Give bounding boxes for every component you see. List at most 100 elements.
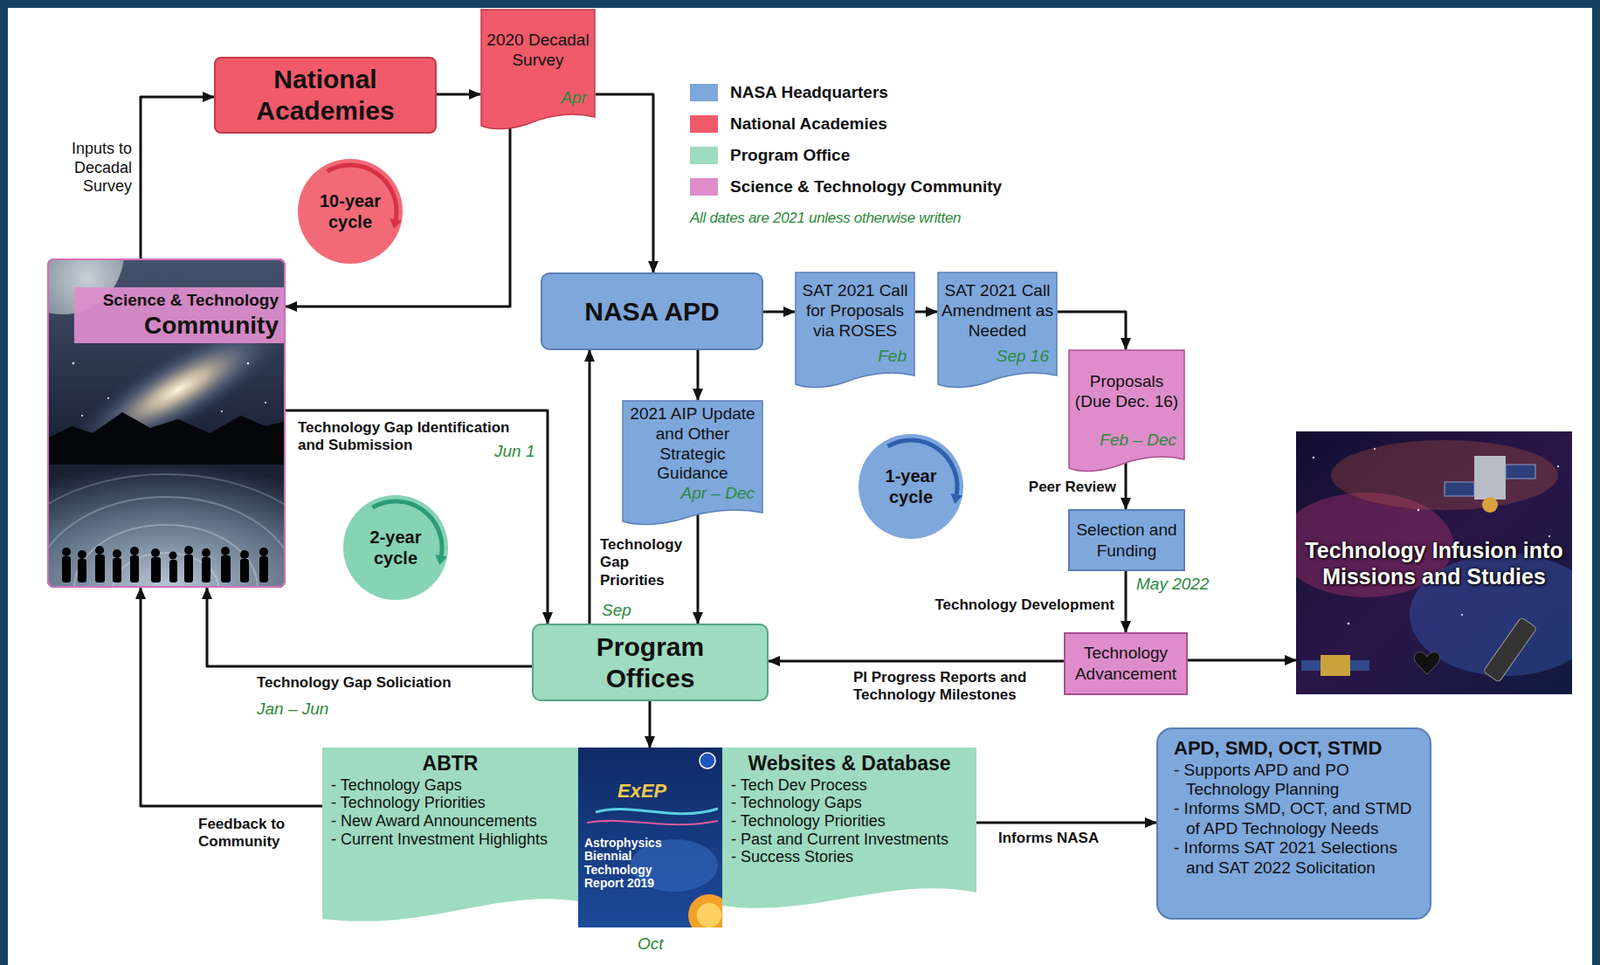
edge-label: Inputs to Decadal Survey	[35, 139, 132, 197]
swoosh	[595, 808, 718, 814]
box-label: National Academies	[222, 63, 428, 127]
sun	[688, 894, 723, 928]
people-part	[95, 545, 104, 555]
panel-title: Community	[79, 310, 279, 341]
connector-arrow	[648, 701, 652, 748]
bullet-item: - Success Stories	[731, 848, 968, 867]
people-part	[112, 549, 122, 559]
star	[107, 397, 110, 400]
edge-label: PI Progress Reports and Technology Miles…	[853, 668, 1042, 705]
star	[220, 410, 223, 413]
document-outline	[1068, 350, 1185, 471]
info-box: APD, SMD, OCT, STMD- Supports APD and PO…	[1156, 727, 1432, 920]
satellite-part	[1320, 655, 1351, 676]
document-shape: 2021 AIP Update and Other Strategic Guid…	[621, 400, 764, 525]
bullet-item: - Technology Priorities	[731, 812, 968, 831]
header-band: Science & TechnologyCommunity	[74, 287, 284, 344]
frame-border	[0, 0, 8, 965]
box-label: SAT 2021 Call Amendment as Needed	[940, 281, 1055, 341]
people-part	[130, 555, 139, 583]
star	[264, 401, 267, 404]
box-label: Program Offices	[563, 631, 738, 695]
ground	[47, 464, 286, 588]
date-label: Jan – Jun	[256, 699, 329, 719]
circle-fill	[343, 495, 449, 600]
frame-border	[0, 0, 1600, 8]
document-outline	[622, 400, 763, 525]
star	[81, 414, 83, 417]
star	[72, 362, 76, 366]
cycle-label: 2-year cycle	[356, 526, 435, 569]
section-heading: ABTR	[331, 751, 570, 777]
process-box: NASA APD	[540, 272, 764, 351]
edge-label: Technology Gap Soliciation	[256, 674, 452, 692]
connector-arrow	[1124, 461, 1128, 510]
process-box: Technology Advancement	[1063, 632, 1188, 696]
box-label: SAT 2021 Call for Proposals via ROSES	[798, 281, 912, 341]
box-label: Selection and Funding	[1072, 519, 1181, 562]
cover-group	[578, 747, 723, 928]
note-text: All dates are 2021 unless otherwise writ…	[689, 209, 961, 228]
people-part	[240, 550, 249, 559]
bullet-item: - Supports APD and PO Technology Plannin…	[1173, 760, 1420, 800]
bullet-item: - Technology Gaps	[731, 793, 968, 813]
cycle-arrowhead	[389, 218, 402, 229]
people-part	[151, 548, 160, 558]
connector-arrow	[588, 350, 592, 624]
people-part	[62, 547, 71, 557]
document-outline	[937, 272, 1057, 387]
circle-fill	[858, 434, 964, 539]
telescope-part	[1482, 617, 1538, 683]
legend-swatch	[689, 178, 718, 196]
mountains	[47, 412, 286, 469]
image-caption: Technology Infusion into Missions and St…	[1297, 537, 1571, 590]
star	[1557, 465, 1559, 468]
people-part	[240, 558, 249, 583]
edge-label: Peer Review	[1018, 478, 1117, 497]
spacecraft-part	[1505, 464, 1536, 479]
star	[1347, 622, 1351, 626]
node-shape	[856, 432, 966, 541]
legend-text: NASA Headquarters	[730, 82, 889, 103]
connector-arrow	[285, 125, 511, 307]
photo-group	[47, 258, 286, 588]
missions-image	[1296, 431, 1573, 695]
legend-swatch	[689, 146, 718, 165]
document-shape: Proposals (Due Dec. 16)Feb – Dec	[1068, 349, 1186, 472]
panel-subtitle: Science & Technology	[79, 290, 279, 311]
connector-arrow	[285, 410, 548, 624]
legend-text: Program Office	[730, 145, 850, 166]
legend-item: Science & Technology Community	[689, 177, 1002, 197]
community-panel: Science & TechnologyCommunity	[47, 258, 286, 588]
text-section: Websites & Database- Tech Dev Process- T…	[722, 747, 977, 871]
band-left	[322, 747, 579, 922]
node-shape	[341, 493, 450, 602]
cycle-label: 1-year cycle	[871, 465, 951, 508]
box-label: 2021 AIP Update and Other Strategic Guid…	[625, 404, 760, 484]
legend-text: Science & Technology Community	[730, 177, 1002, 197]
people-part	[169, 559, 178, 583]
cycle-arrowhead	[950, 493, 963, 504]
ring	[113, 552, 219, 588]
logo-text: ExEP	[617, 779, 667, 803]
star	[1461, 613, 1463, 616]
bullet-item: - New Award Announcements	[331, 812, 570, 831]
star	[1417, 509, 1420, 511]
star	[1312, 456, 1315, 459]
date-label: Apr – Dec	[625, 483, 760, 504]
box-label: Proposals (Due Dec. 16)	[1071, 372, 1182, 413]
edge-label: Informs NASA	[998, 829, 1099, 848]
people-part	[184, 545, 194, 555]
bullet-item: - Informs SAT 2021 Selections and SAT 20…	[1173, 838, 1420, 878]
connector-arrow	[696, 350, 700, 400]
connector-arrow	[768, 660, 1064, 663]
text-section: ABTR- Technology Gaps- Technology Priori…	[322, 747, 579, 853]
telescope	[1482, 617, 1538, 683]
people-part	[184, 554, 194, 583]
spacecraft-part	[1444, 482, 1475, 497]
circle-fill	[297, 158, 403, 264]
box-label: 2020 Decadal Survey	[483, 30, 593, 71]
people	[62, 545, 269, 583]
people-part	[77, 558, 87, 583]
